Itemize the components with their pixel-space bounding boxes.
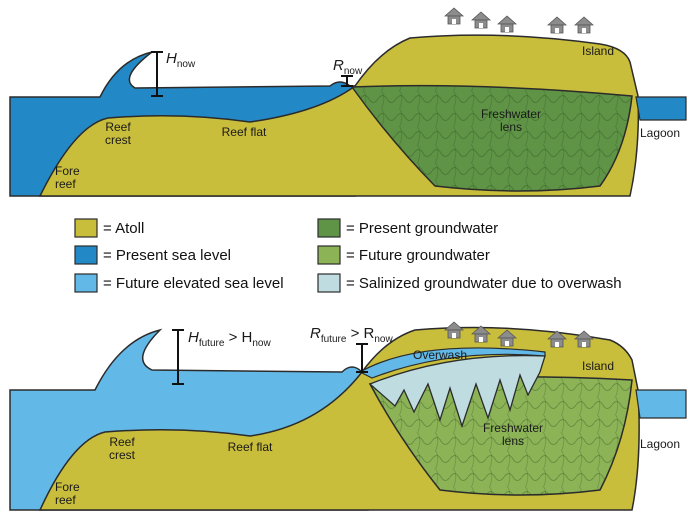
house-icon <box>574 16 594 34</box>
legend-swatch-present-gw <box>317 218 341 238</box>
legend-future-sea: = Future elevated sea level <box>103 275 284 292</box>
overwash-label: Overwash <box>413 348 467 362</box>
legend-present-gw: = Present groundwater <box>346 220 498 237</box>
r-future-label: Rfuture > Rnow <box>310 325 393 345</box>
house-icon <box>444 321 464 339</box>
lagoon-label: Lagoon <box>640 126 680 140</box>
r-future-marker <box>356 343 368 373</box>
island-label: Island <box>582 44 614 58</box>
bottom-panel: Hfuture > Hnow Rfuture > Rnow Overwash R… <box>9 321 687 511</box>
h-future-label: Hfuture > Hnow <box>188 329 271 349</box>
house-icon <box>471 11 491 29</box>
h-future-marker <box>172 329 184 385</box>
house-icon <box>574 330 594 348</box>
island-label-bottom: Island <box>582 359 614 373</box>
legend-swatch-present-sea <box>74 245 98 265</box>
overwash-sheet <box>358 347 546 379</box>
lagoon-region <box>635 96 687 121</box>
r-now-label: Rnow <box>333 57 363 77</box>
house-icon <box>547 16 567 34</box>
legend-swatch-future-gw <box>317 245 341 265</box>
house-icon <box>497 15 517 33</box>
legend: = Atoll = Present sea level = Future ele… <box>74 218 622 293</box>
reef-flat-label: Reef flat <box>222 125 267 139</box>
r-now-marker <box>341 75 353 87</box>
h-now-marker <box>151 51 163 97</box>
legend-swatch-future-sea <box>74 273 98 293</box>
reef-flat-label-bottom: Reef flat <box>228 440 273 454</box>
house-icon <box>444 7 464 25</box>
legend-salinized-gw: = Salinized groundwater due to overwash <box>346 275 622 292</box>
legend-swatch-salinized-gw <box>317 273 341 293</box>
legend-atoll: = Atoll <box>103 220 144 237</box>
h-now-label: Hnow <box>166 50 196 70</box>
legend-swatch-atoll <box>74 218 98 238</box>
lagoon-region-bottom <box>635 389 687 419</box>
lagoon-label-bottom: Lagoon <box>640 437 680 451</box>
legend-future-gw: = Future groundwater <box>346 247 490 264</box>
legend-present-sea: = Present sea level <box>103 247 231 264</box>
